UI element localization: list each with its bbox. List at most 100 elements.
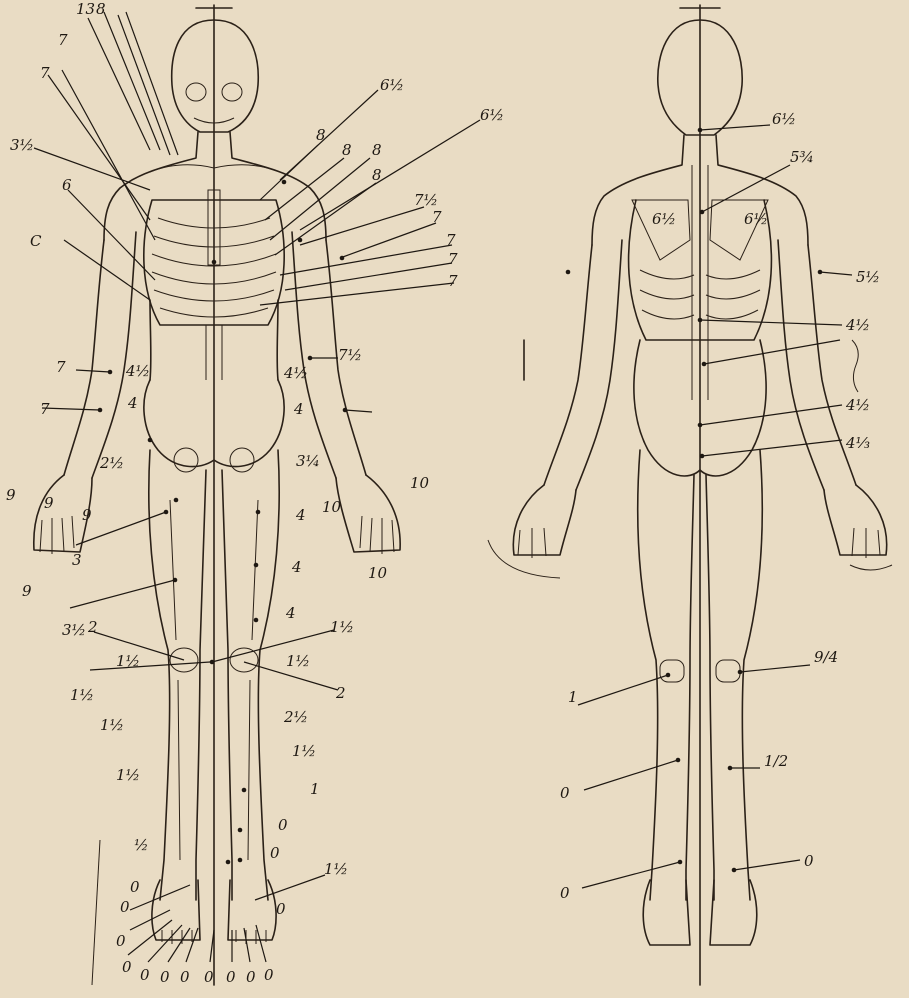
label-f9: 6½ [480, 106, 504, 124]
back-knee-left [660, 660, 684, 682]
label-f11: 8 [342, 141, 352, 159]
front-labels: 13 8 7 7 3½ 6 C 6½ 6½ 8 8 8 8 7½ 7 7 7 7… [6, 0, 504, 986]
label-f34: 3 [72, 551, 82, 569]
label-f62: 0 [180, 968, 190, 986]
front-shoulder-left [104, 132, 198, 240]
label-b10: 1 [568, 688, 578, 706]
label-b1: 6½ [772, 110, 796, 128]
front-flank-right [277, 300, 278, 380]
label-f2: 8 [96, 0, 106, 18]
label-f39: 4 [285, 604, 296, 622]
label-b12: 0 [560, 784, 570, 802]
label-f25: 7 [40, 400, 50, 418]
front-figure: 13 8 7 7 3½ 6 C 6½ 6½ 8 8 8 8 7½ 7 7 7 7… [6, 0, 504, 986]
back-figure: 6½ 5¾ 6½ 6½ 5½ 4½ 4½ 4⅓ 9/4 1 1/2 0 0 0 [488, 5, 892, 985]
back-leader-lines [578, 125, 852, 888]
back-arm-left-outer [544, 245, 592, 485]
label-f44: 1½ [70, 686, 94, 704]
back-hand-right [824, 485, 887, 555]
back-hand-left [513, 485, 576, 555]
back-leg-right-inner [706, 475, 714, 900]
label-f31: 10 [410, 474, 430, 492]
front-arm-left-outer [64, 240, 104, 475]
label-f66: 0 [264, 966, 274, 984]
label-f12: 8 [372, 141, 382, 159]
label-f27: 3¼ [296, 452, 320, 470]
label-f41: 2 [87, 618, 98, 636]
label-f56: 0 [120, 898, 130, 916]
front-eye-right [222, 83, 242, 101]
label-f21: 4½ [125, 362, 150, 380]
label-f64: 0 [226, 968, 236, 986]
back-leg-right-outer [742, 450, 762, 900]
back-fingers [518, 528, 880, 558]
front-arm-left-inner [92, 232, 136, 478]
label-f45: 2 [335, 684, 346, 702]
label-f49: 1½ [116, 766, 140, 784]
label-f10: 8 [316, 126, 326, 144]
label-f18: 7 [448, 272, 458, 290]
label-f28: 9 [6, 486, 16, 504]
label-f15: 7 [432, 208, 442, 226]
front-shoulder-right [230, 132, 326, 240]
front-fingers-left [40, 516, 74, 554]
label-f53: ½ [134, 836, 149, 854]
front-foot-right [228, 880, 276, 940]
label-b2: 5¾ [790, 148, 814, 166]
back-arm-right-inner [778, 240, 824, 490]
label-f51: 0 [278, 816, 288, 834]
label-f14: 7½ [414, 191, 438, 209]
label-f5: 3½ [10, 136, 34, 154]
label-f46: 1½ [100, 716, 124, 734]
label-f37: 9 [22, 582, 32, 600]
front-hip-left [174, 448, 198, 472]
label-f48: 1½ [292, 742, 316, 760]
back-shoulder-left [592, 135, 684, 245]
label-f40: 1½ [330, 618, 354, 636]
label-f4: 7 [40, 64, 50, 82]
back-hand-left-bracket [488, 540, 560, 578]
label-f32: 10 [322, 498, 342, 516]
label-f35: 4 [295, 506, 306, 524]
label-f19: 7½ [338, 346, 362, 364]
label-b3: 6½ [652, 210, 676, 228]
front-leg-left-inner [196, 470, 206, 900]
back-knee-right [716, 660, 740, 682]
label-f24: 4 [293, 400, 304, 418]
label-f6: 6 [62, 176, 72, 194]
back-scapula-left [632, 200, 690, 260]
front-flank-left [150, 300, 151, 380]
front-leg-right-inner [222, 470, 232, 900]
front-fingers-right [360, 516, 394, 554]
front-hand-right [336, 475, 400, 552]
label-f3: 7 [58, 31, 68, 49]
front-hip-right [230, 448, 254, 472]
label-b11: 1/2 [764, 752, 788, 770]
label-f60: 0 [140, 966, 150, 984]
label-b5: 5½ [856, 268, 880, 286]
label-b9: 9/4 [814, 648, 838, 666]
label-f26: 2½ [99, 454, 124, 472]
label-b13: 0 [560, 884, 570, 902]
label-f20: 7 [56, 358, 66, 376]
label-b7: 4½ [845, 396, 870, 414]
back-labels: 6½ 5¾ 6½ 6½ 5½ 4½ 4½ 4⅓ 9/4 1 1/2 0 0 0 [560, 110, 880, 902]
label-f7: C [30, 232, 42, 250]
back-brace [852, 340, 858, 392]
label-f47: 2½ [283, 708, 308, 726]
label-f38: 3½ [62, 621, 86, 639]
label-f54: 1½ [324, 860, 348, 878]
label-b8: 4⅓ [845, 434, 870, 452]
label-f65: 0 [246, 968, 256, 986]
label-f1: 13 [76, 0, 95, 18]
label-f13: 8 [372, 166, 382, 184]
label-f50: 1 [310, 780, 320, 798]
label-f61: 0 [160, 968, 170, 986]
front-leg-right-outer [258, 450, 279, 900]
label-f43: 1½ [286, 652, 310, 670]
label-f16: 7 [446, 231, 456, 249]
label-b6: 4½ [845, 316, 870, 334]
back-arm-left-inner [576, 240, 622, 490]
